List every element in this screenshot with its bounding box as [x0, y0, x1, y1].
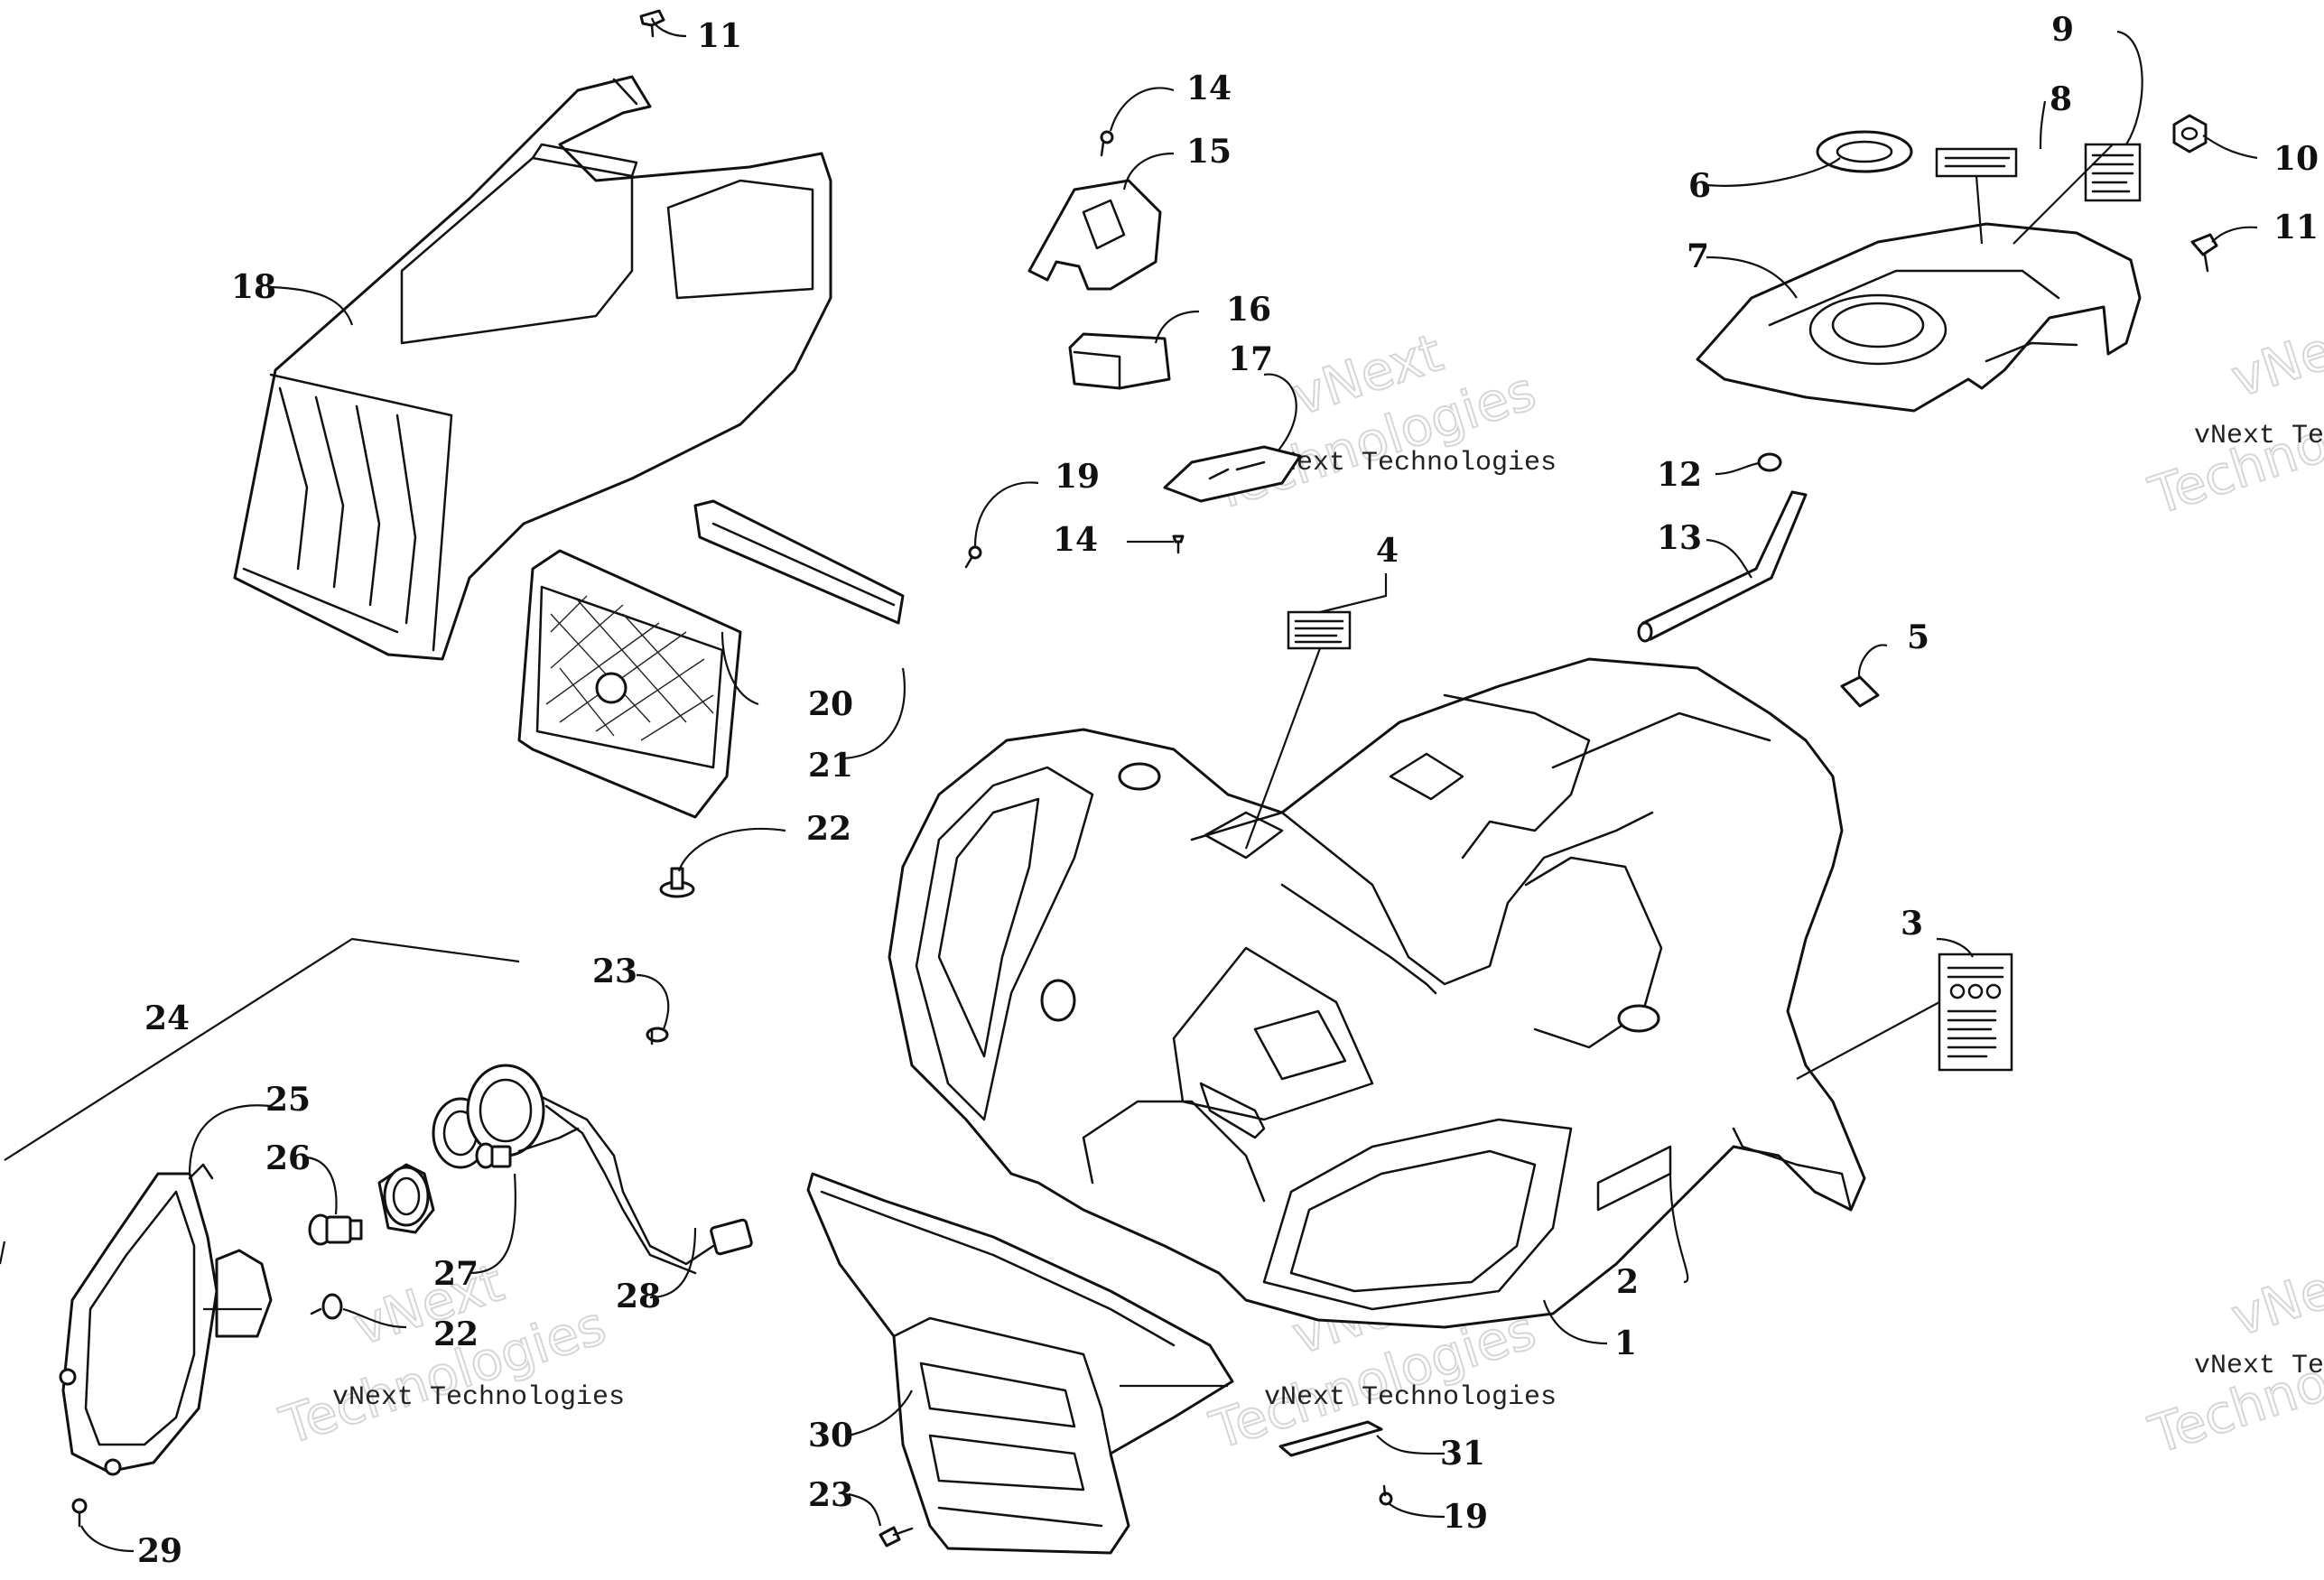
callout-31: 31	[1440, 1435, 1485, 1473]
callout-29: 29	[137, 1532, 182, 1570]
watermark-text: vNext Technologies	[332, 1382, 625, 1413]
callout-5: 5	[1907, 618, 1929, 656]
pad	[1163, 445, 1302, 503]
callout-13: 13	[1657, 519, 1702, 557]
warning-label	[1938, 953, 2013, 1072]
leader-lines	[0, 17, 2258, 1553]
callout-2: 2	[1616, 1263, 1639, 1301]
watermark-text: vNext Technologies	[1264, 448, 1557, 479]
headlight-housing	[59, 1163, 273, 1476]
strap	[1278, 1420, 1383, 1457]
callout-11: 11	[697, 17, 742, 55]
callout-23: 23	[592, 953, 637, 990]
callout-21: 21	[808, 747, 853, 785]
callout-27: 27	[433, 1255, 479, 1293]
callout-17: 17	[1228, 340, 1273, 378]
watermark-ghost-text: vNe	[2224, 1259, 2324, 1349]
front-nose-cover	[233, 75, 832, 661]
screw	[1172, 534, 1185, 554]
callout-11: 11	[2273, 209, 2319, 246]
callout-1: 1	[1614, 1324, 1637, 1362]
callout-15: 15	[1186, 133, 1232, 171]
callout-24: 24	[144, 999, 190, 1037]
screw	[1100, 130, 1114, 157]
screw	[71, 1498, 88, 1528]
watermark-text: vNext Technologies	[1264, 1382, 1557, 1413]
panel	[693, 499, 905, 625]
callout-9: 9	[2051, 11, 2074, 49]
callout-19: 19	[1055, 458, 1100, 496]
watermark-text: vNext Tec	[2194, 421, 2324, 451]
wiring-harness	[377, 1064, 753, 1275]
callout-14: 14	[1053, 521, 1098, 559]
nut	[2172, 114, 2208, 153]
bolt	[2190, 233, 2218, 273]
bulb	[308, 1213, 363, 1246]
tank-cover	[1696, 222, 2142, 413]
callout-26: 26	[265, 1139, 311, 1177]
front-fender-body	[888, 657, 1866, 1329]
vent-hose	[1637, 490, 1808, 643]
callout-8: 8	[2050, 80, 2072, 118]
screw	[1379, 1484, 1393, 1506]
callout-23: 23	[808, 1476, 853, 1514]
watermark-bottom-right: vNe Techno vNext Tec	[2141, 1258, 2324, 1467]
push-rivet	[310, 1293, 343, 1320]
gasket-ring	[1816, 130, 1913, 173]
watermark-text: vNext Tec	[2194, 1351, 2324, 1381]
callout-12: 12	[1657, 456, 1702, 494]
callout-18: 18	[231, 268, 276, 306]
push-rivet	[659, 867, 695, 898]
foam-block	[1068, 332, 1171, 390]
push-rivet	[646, 1027, 669, 1046]
callout-numbers: 11 18 14 15 16 17 19 14 20 21 22 23 4 3 …	[137, 11, 2319, 1570]
callout-28: 28	[616, 1278, 661, 1315]
callout-3: 3	[1901, 905, 1923, 943]
screw	[964, 545, 982, 569]
clip	[1840, 675, 1880, 708]
label	[1935, 147, 2018, 178]
callout-20: 20	[808, 685, 853, 723]
callout-30: 30	[808, 1417, 853, 1455]
callout-6: 6	[1688, 167, 1711, 205]
callout-10: 10	[2273, 140, 2319, 178]
callout-22: 22	[806, 810, 851, 848]
bulb	[475, 1142, 512, 1169]
callout-7: 7	[1687, 237, 1709, 275]
bolt	[878, 1526, 914, 1547]
callout-25: 25	[265, 1081, 311, 1119]
warning-label	[1287, 610, 1352, 650]
watermark-top-right: vNe Techno vNext Tec	[2141, 319, 2324, 528]
bolt	[639, 9, 665, 38]
label	[2084, 143, 2142, 202]
callout-22: 22	[433, 1315, 479, 1353]
grille	[517, 549, 742, 819]
callout-4: 4	[1376, 532, 1399, 570]
callout-19: 19	[1443, 1498, 1488, 1536]
callout-14: 14	[1186, 70, 1232, 107]
shift-boot	[1027, 179, 1162, 291]
clamp	[1757, 452, 1782, 472]
watermark-ghost-text: vNe	[2224, 320, 2324, 410]
callout-16: 16	[1226, 291, 1271, 329]
